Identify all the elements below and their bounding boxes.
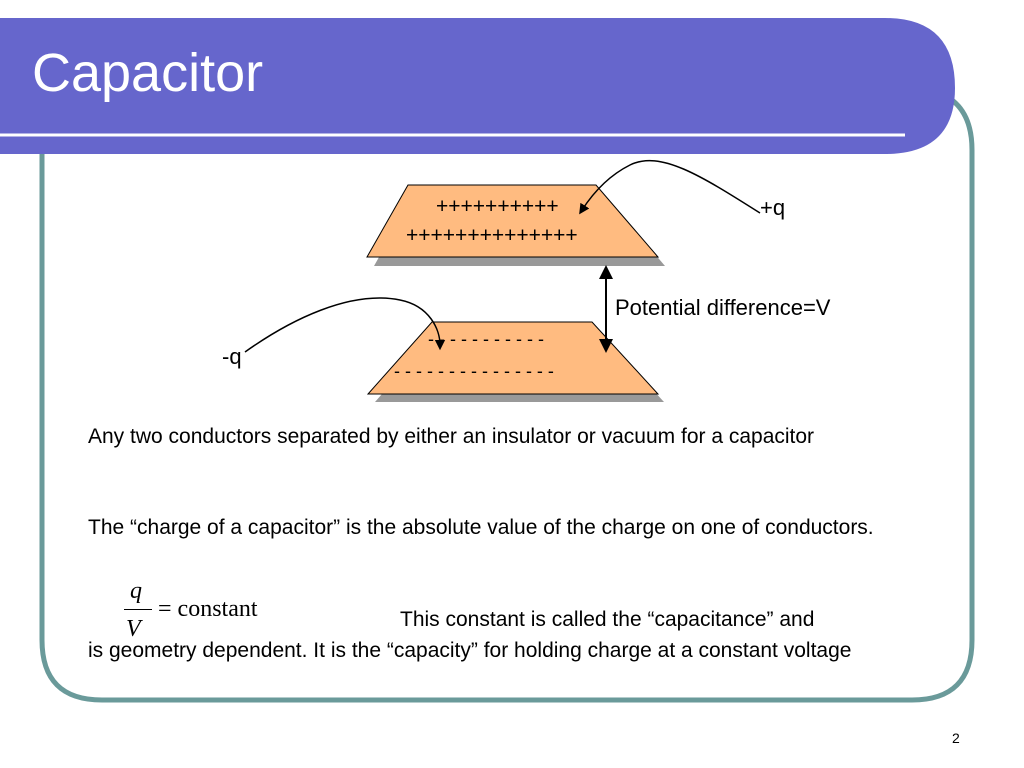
plus-q-arrow — [579, 159, 761, 215]
slide-title: Capacitor — [32, 43, 264, 103]
fraction-bar — [124, 609, 152, 610]
slide-frame — [39, 87, 975, 703]
equation-denominator: V — [126, 616, 141, 642]
equation-numerator: q — [130, 578, 142, 604]
paragraph-charge: The “charge of a capacitor” is the absol… — [88, 516, 874, 539]
bottom-plate-charges-row2: - - - - - - - - - - - - - - - — [394, 361, 554, 381]
paragraph-definition: Any two conductors separated by either a… — [88, 425, 815, 448]
bottom-plate-charges-row1: - - - - - - - - - - - — [428, 329, 544, 349]
top-plate-charges-row1: ++++++++++ — [436, 195, 559, 218]
plus-q-label: +q — [760, 195, 786, 220]
potential-difference-label: Potential difference=V — [615, 295, 831, 320]
minus-q-arrow — [244, 297, 446, 353]
paragraph-capacitance-rest: is geometry dependent. It is the “capaci… — [88, 639, 852, 662]
paragraph-capacitance-line1: This constant is called the “capacitance… — [400, 608, 815, 631]
page-number: 2 — [952, 730, 960, 746]
top-plate-charges-row2: ++++++++++++++ — [406, 224, 578, 247]
equation-rhs: = constant — [158, 596, 258, 622]
minus-q-label: -q — [222, 344, 242, 369]
title-bar — [0, 18, 955, 154]
